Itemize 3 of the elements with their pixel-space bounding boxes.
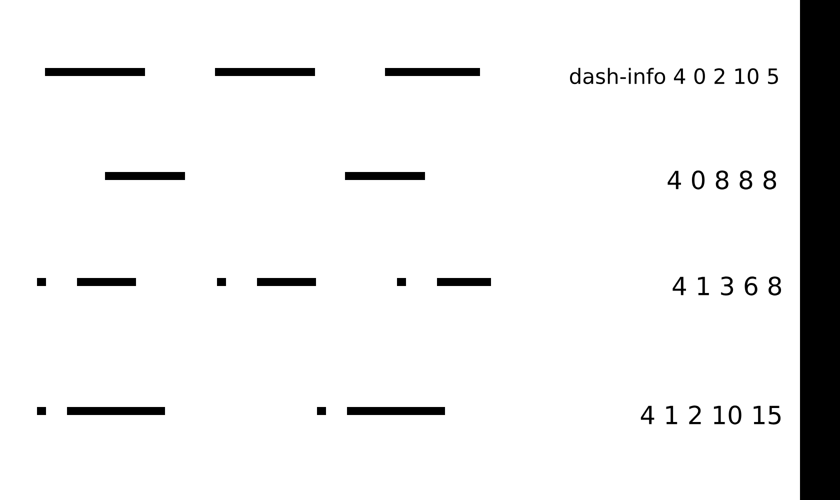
side-bar [800,0,840,500]
pattern-label: dash-info 4 0 2 10 5 [570,68,778,84]
pattern-label: 4 0 8 8 8 [668,170,776,190]
